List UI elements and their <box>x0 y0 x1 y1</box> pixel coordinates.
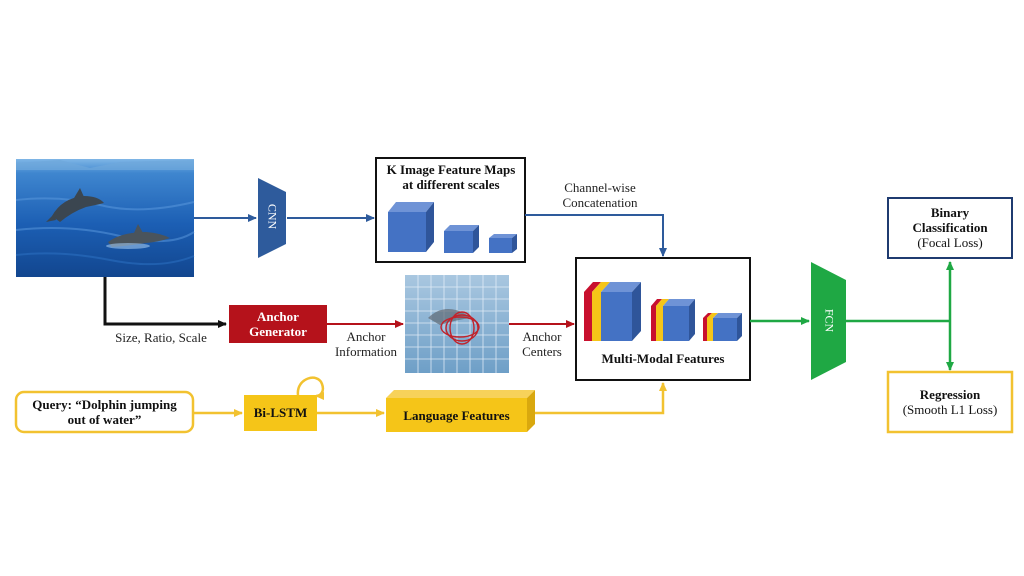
binary-classification-label: Binary Classification (Focal Loss) <box>890 205 1010 250</box>
language-features-label: Language Features <box>403 408 510 423</box>
regression-line1: Regression <box>919 387 981 402</box>
multimodal-title: Multi-Modal Features <box>601 351 725 366</box>
fcn-block <box>811 262 846 380</box>
cnn-block <box>258 178 286 258</box>
feature-map-cubes <box>388 202 517 253</box>
bilstm-recurrent-loop <box>296 376 325 400</box>
feature-maps-title-line2: at different scales <box>402 177 500 192</box>
anchor-centers-line1: Anchor <box>522 329 562 344</box>
size-ratio-scale-label: Size, Ratio, Scale <box>115 330 207 345</box>
channel-wise-line1: Channel-wise <box>564 180 636 195</box>
query-label: Query: “Dolphin jumping out of water” <box>18 397 191 427</box>
binary-classification-box <box>887 197 1013 259</box>
arrow-channelwise <box>525 214 667 257</box>
bilstm-label: Bi-LSTM <box>253 405 308 420</box>
anchor-generator-line2: Generator <box>249 324 307 339</box>
anchor-centers-line2: Centers <box>522 344 562 359</box>
anchor-centers-label: Anchor Centers <box>511 329 573 359</box>
feature-maps-title: K Image Feature Maps at different scales <box>378 162 524 192</box>
channel-wise-line2: Concatenation <box>562 195 638 210</box>
fcn-label: FCN <box>822 308 837 333</box>
dolphin-photo <box>15 159 195 277</box>
bilstm-box <box>244 395 317 431</box>
query-line2: out of water” <box>67 412 142 427</box>
binary-line2: Classification <box>912 220 988 235</box>
regression-box <box>886 370 1014 434</box>
feature-maps-title-line1: K Image Feature Maps <box>386 162 516 177</box>
query-line1: Query: “Dolphin jumping <box>32 397 177 412</box>
anchor-generator-label: Anchor Generator <box>229 309 327 339</box>
language-features-bar <box>386 390 535 432</box>
arrow-language-to-multimodal <box>535 382 667 415</box>
binary-line3: (Focal Loss) <box>917 235 983 250</box>
channel-wise-label: Channel-wise Concatenation <box>550 180 650 210</box>
anchor-grid-image <box>405 275 509 373</box>
binary-line1: Binary <box>930 205 970 220</box>
anchor-generator-box <box>229 305 327 343</box>
cnn-label: CNN <box>265 203 280 230</box>
anchor-information-line2: Information <box>334 344 398 359</box>
arrow-photo-to-anchor <box>103 277 227 328</box>
anchor-information-label: Anchor Information <box>328 329 404 359</box>
anchor-generator-line1: Anchor <box>257 309 299 324</box>
anchor-information-line1: Anchor <box>346 329 386 344</box>
multimodal-blocks <box>584 282 742 341</box>
regression-label: Regression (Smooth L1 Loss) <box>890 387 1010 417</box>
regression-line2: (Smooth L1 Loss) <box>902 402 998 417</box>
